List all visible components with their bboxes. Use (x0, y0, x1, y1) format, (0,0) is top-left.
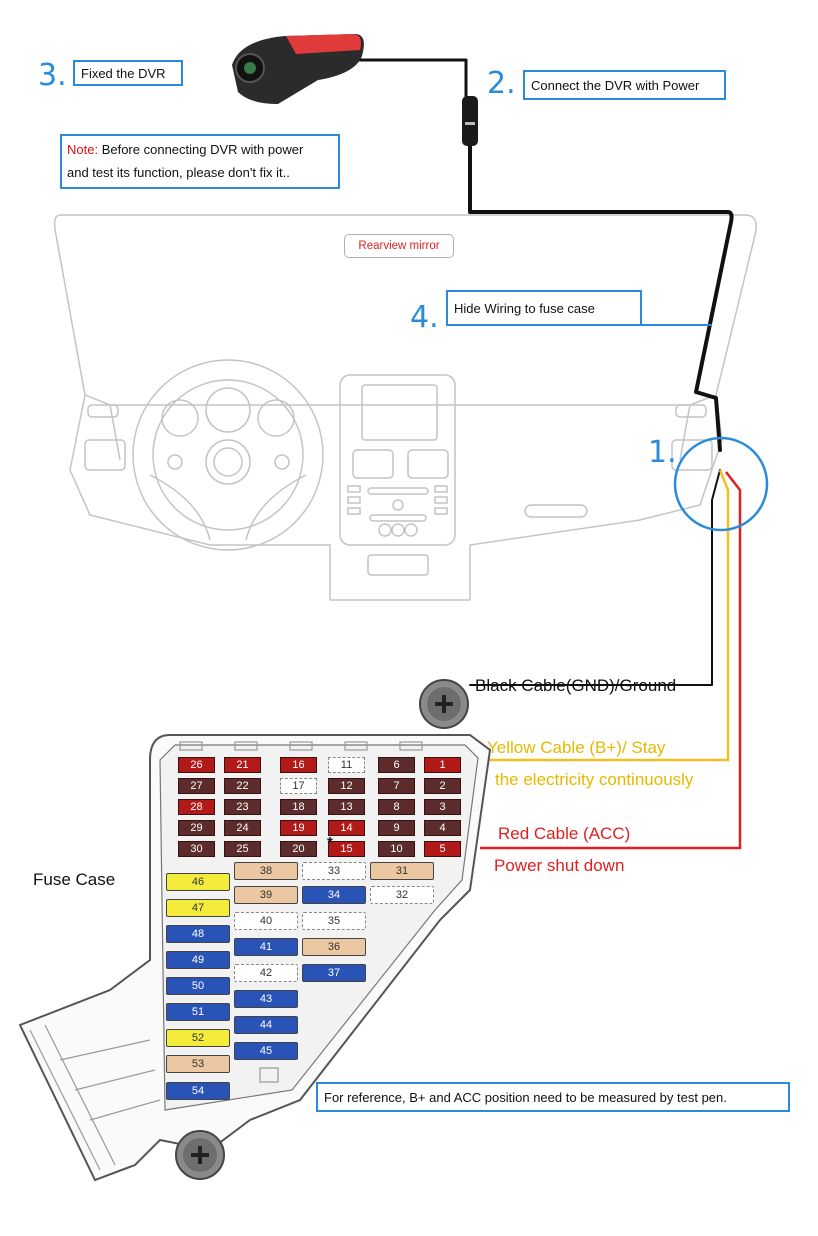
fuse-45: 45 (234, 1042, 298, 1060)
fuse-37: 37 (302, 964, 366, 982)
fuse-6: 6 (378, 757, 415, 773)
step-4-label: Hide Wiring to fuse case (454, 300, 595, 316)
fuse-49: 49 (166, 951, 230, 969)
fuse-22: 22 (224, 778, 261, 794)
step-4-box: Hide Wiring to fuse case (446, 290, 642, 326)
step-1-number: 1. (648, 435, 677, 470)
fuse-1: 1 (424, 757, 461, 773)
fuse-11: 11 (328, 757, 365, 773)
fuse-20: 20 (280, 841, 317, 857)
step-4-number: 4. (410, 300, 439, 335)
fuse-12: 12 (328, 778, 365, 794)
fuse-19: 19 (280, 820, 317, 836)
fuse-47: 47 (166, 899, 230, 917)
fuse-18: 18 (280, 799, 317, 815)
rearview-mirror-text: Rearview mirror (358, 240, 440, 252)
fuse-36: 36 (302, 938, 366, 956)
note-line2: and test its function, please don't fix … (67, 165, 290, 180)
red-cable (480, 471, 742, 850)
fuse-29: 29 (178, 820, 215, 836)
fuse-43: 43 (234, 990, 298, 1008)
fuse-32: 32 (370, 886, 434, 904)
step-3-number: 3. (38, 58, 67, 93)
note-line1: Before connecting DVR with power (98, 142, 304, 157)
step-3-label: Fixed the DVR (81, 65, 166, 81)
reference-note-text: For reference, B+ and ACC position need … (324, 1089, 727, 1105)
fuse-point-highlight (673, 436, 769, 532)
fuse-17: 17 (280, 778, 317, 794)
reference-note-box: For reference, B+ and ACC position need … (316, 1082, 790, 1112)
fuse-27: 27 (178, 778, 215, 794)
fuse-25: 25 (224, 841, 261, 857)
fuse-53: 53 (166, 1055, 230, 1073)
red-cable-label-2: Power shut down (494, 856, 625, 875)
black-cable-label: Black Cable(GND)/Ground (475, 676, 677, 695)
fuse-15: 15 (328, 841, 365, 857)
dvr-camera (232, 34, 364, 104)
inline-connector (462, 96, 478, 146)
fuse-40: 40 (234, 912, 298, 930)
fuse-31: 31 (370, 862, 434, 880)
fuse-15-star: * (327, 834, 333, 851)
fuse-35: 35 (302, 912, 366, 930)
fuse-54: 54 (166, 1082, 230, 1100)
fuse-44: 44 (234, 1016, 298, 1034)
fuse-case-label: Fuse Case (33, 870, 116, 889)
fuse-9: 9 (378, 820, 415, 836)
fuse-7: 7 (378, 778, 415, 794)
fuse-26: 26 (178, 757, 215, 773)
ground-screw-top (419, 679, 469, 729)
fuse-3: 3 (424, 799, 461, 815)
fuse-34: 34 (302, 886, 366, 904)
rearview-mirror-label: Rearview mirror (344, 234, 454, 258)
fuse-52: 52 (166, 1029, 230, 1047)
fuse-21: 21 (224, 757, 261, 773)
step-3-box: Fixed the DVR (73, 60, 183, 86)
yellow-cable (480, 469, 730, 762)
fuse-16: 16 (280, 757, 317, 773)
fuse-4: 4 (424, 820, 461, 836)
fuse-41: 41 (234, 938, 298, 956)
fuse-30: 30 (178, 841, 215, 857)
fuse-50: 50 (166, 977, 230, 995)
fuse-5: 5 (424, 841, 461, 857)
fuse-28: 28 (178, 799, 215, 815)
fuse-2: 2 (424, 778, 461, 794)
fuse-33: 33 (302, 862, 366, 880)
fuse-13: 13 (328, 799, 365, 815)
fuse-10: 10 (378, 841, 415, 857)
fuse-14: 14 (328, 820, 365, 836)
fuse-23: 23 (224, 799, 261, 815)
fuse-38: 38 (234, 862, 298, 880)
fuse-51: 51 (166, 1003, 230, 1021)
yellow-cable-label-2: the electricity continuously (495, 770, 694, 789)
fuse-42: 42 (234, 964, 298, 982)
fuse-24: 24 (224, 820, 261, 836)
step-2-number: 2. (487, 66, 516, 101)
yellow-cable-label-1: Yellow Cable (B+)/ Stay (487, 738, 666, 757)
dashboard-outline (53, 214, 757, 601)
note-box: Note: Before connecting DVR with power a… (60, 134, 340, 189)
black-cable (353, 58, 734, 686)
fuse-46: 46 (166, 873, 230, 891)
step-2-label: Connect the DVR with Power (531, 77, 700, 93)
red-cable-label-1: Red Cable (ACC) (498, 824, 631, 843)
fuse-48: 48 (166, 925, 230, 943)
note-prefix: Note: (67, 142, 99, 157)
ground-screw-bottom (175, 1130, 225, 1180)
fuse-case-ribs (29, 741, 423, 1171)
fuse-39: 39 (234, 886, 298, 904)
step-2-box: Connect the DVR with Power (523, 70, 726, 100)
fuse-8: 8 (378, 799, 415, 815)
